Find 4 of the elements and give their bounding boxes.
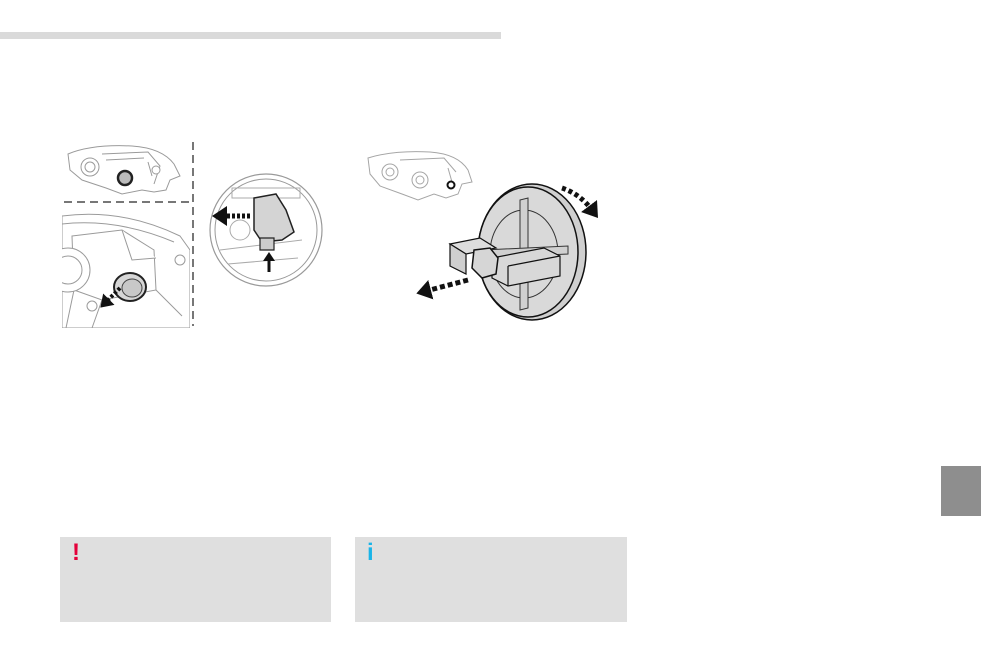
warning-mark: ! bbox=[72, 540, 80, 566]
warning-panel bbox=[60, 537, 331, 622]
info-panel bbox=[355, 537, 627, 622]
info-mark: i bbox=[367, 540, 374, 566]
